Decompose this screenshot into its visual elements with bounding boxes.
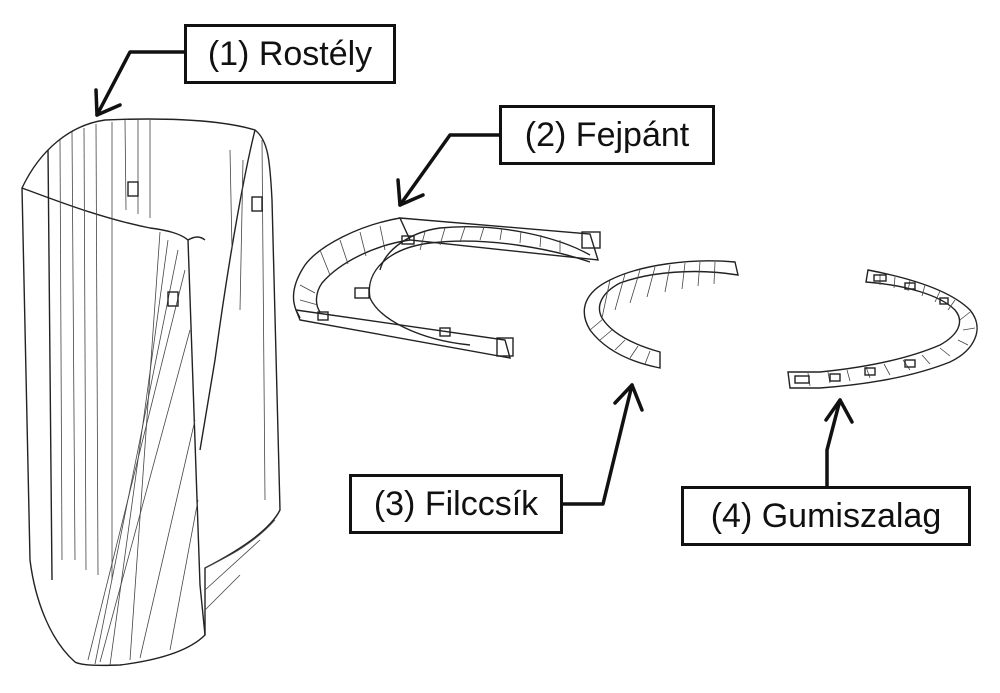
label-part-3: (3) Filccsík	[349, 474, 563, 534]
part-headband	[292, 217, 601, 359]
label-part-2: (2) Fejpánt	[499, 105, 715, 165]
label-part-1: (1) Rostély	[184, 24, 396, 84]
part-visor-sheet	[21, 118, 281, 667]
arrow-part-1	[94, 50, 186, 117]
part-felt-strip	[583, 260, 739, 369]
arrow-part-2	[396, 133, 501, 207]
part-elastic-band	[787, 269, 978, 389]
arrow-part-3	[561, 383, 644, 506]
label-part-4: (4) Gumiszalag	[681, 486, 971, 546]
arrow-part-4	[824, 398, 854, 488]
